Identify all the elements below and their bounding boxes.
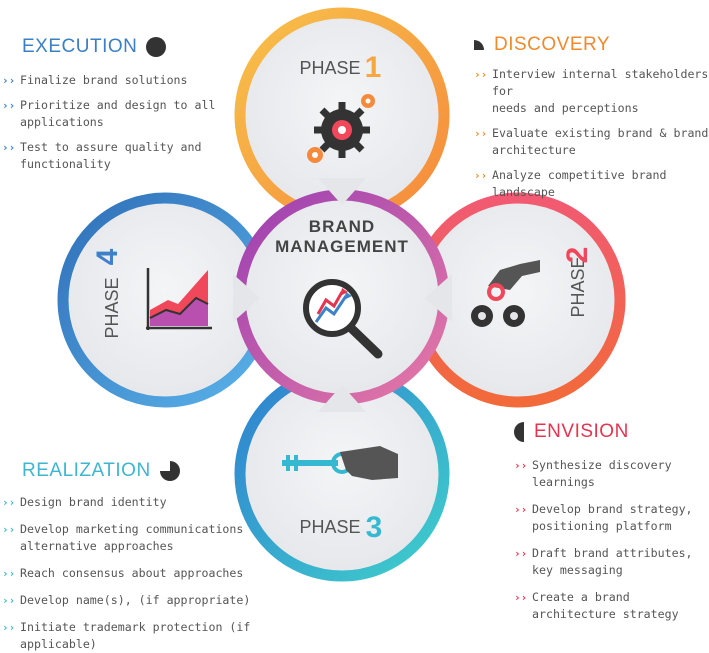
realization-title: REALIZATION	[22, 460, 151, 481]
phase-2-word: PHASE	[568, 256, 588, 317]
phase-4-number: 4	[91, 248, 124, 265]
arrow-bullet-icon: ››	[514, 503, 528, 516]
phase-1-number: 1	[365, 51, 382, 84]
list-item: ››Initiate trademark protection (if appl…	[2, 620, 251, 651]
arrow-from-phase-1	[318, 178, 366, 205]
arrow-bullet-icon: ››	[2, 523, 16, 536]
quarter-pie-icon	[474, 40, 484, 50]
arrow-from-phase-4	[233, 274, 260, 322]
realization-list: ››Design brand identity ››Develop market…	[0, 494, 300, 653]
list-item: ››Develop name(s), (if appropriate)	[2, 593, 251, 607]
half-pie-icon	[514, 422, 524, 442]
phase-3-word: PHASE	[299, 517, 360, 537]
full-circle-icon	[146, 37, 167, 57]
arrow-bullet-icon: ››	[2, 621, 16, 634]
arrow-bullet-icon: ››	[2, 141, 16, 154]
execution-list: ››Finalize brand solutions ››Prioritize …	[0, 72, 235, 173]
list-item: ››Synthesize discovery learnings	[514, 458, 672, 489]
arrow-bullet-icon: ››	[474, 169, 488, 182]
arrow-bullet-icon: ››	[514, 547, 528, 560]
envision-panel: ENVISION ››Synthesize discovery learning…	[512, 421, 709, 623]
arrow-bullet-icon: ››	[2, 99, 16, 112]
execution-title: EXECUTION	[22, 36, 138, 57]
phase-1-word: PHASE	[299, 58, 360, 78]
arrow-from-phase-2	[425, 274, 452, 322]
center-title-line-1: BRAND	[309, 217, 375, 236]
realization-panel: REALIZATION ››Design brand identity ››De…	[0, 460, 300, 653]
area-chart-icon	[146, 268, 212, 330]
three-quarter-pie-icon	[159, 461, 180, 481]
arrow-bullet-icon: ››	[514, 459, 528, 472]
phase-2-number: 2	[561, 247, 594, 264]
phase-4-word: PHASE	[102, 277, 122, 338]
discovery-panel: DISCOVERY ››Interview internal stakehold…	[472, 34, 709, 201]
arrow-bullet-icon: ››	[2, 496, 16, 509]
arrow-bullet-icon: ››	[2, 74, 16, 87]
arrow-bullet-icon: ››	[514, 591, 528, 604]
arrow-bullet-icon: ››	[474, 127, 488, 140]
discovery-title: DISCOVERY	[494, 34, 611, 55]
arrow-bullet-icon: ››	[2, 594, 16, 607]
center-title-line-2: MANAGEMENT	[275, 237, 409, 256]
arrow-bullet-icon: ››	[2, 567, 16, 580]
magnifier-trend-icon	[303, 279, 383, 359]
list-item: ››Finalize brand solutions	[2, 73, 188, 87]
list-item: ››Design brand identity	[2, 495, 167, 509]
arrow-bullet-icon: ››	[474, 68, 488, 81]
phase-3-number: 3	[366, 511, 383, 544]
list-item: ››Reach consensus about approaches	[2, 566, 244, 580]
execution-panel: EXECUTION ››Finalize brand solutions ››P…	[0, 36, 235, 173]
list-item: ››Develop brand strategy,positioning pla…	[514, 502, 693, 533]
list-item: ››Draft brand attributes,key messaging	[514, 546, 693, 577]
hand-key-icon	[282, 446, 398, 480]
envision-list: ››Synthesize discovery learnings ››Devel…	[512, 457, 709, 623]
gears-icon	[307, 94, 375, 163]
arrow-from-phase-3	[318, 385, 366, 412]
envision-title: ENVISION	[534, 421, 629, 442]
list-item: ››Analyze competitive brand landscape	[474, 168, 667, 199]
hand-gears-icon	[471, 260, 540, 327]
